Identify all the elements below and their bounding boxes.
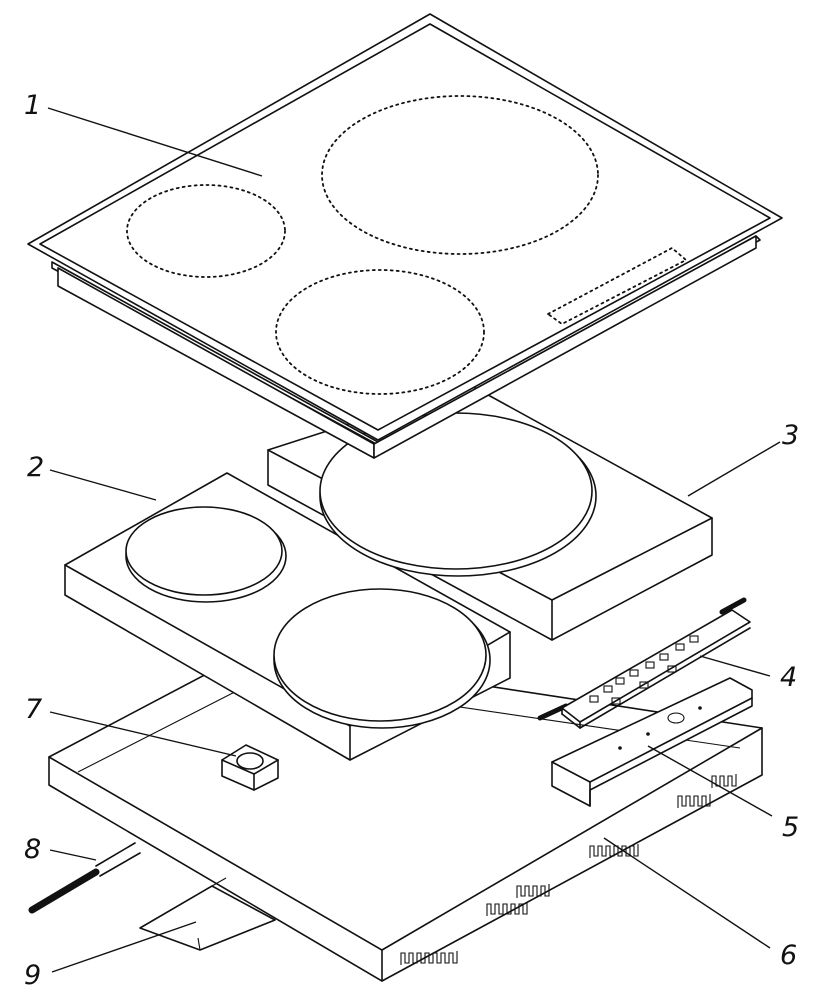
callout-3: 3 bbox=[782, 420, 799, 451]
callout-1: 1 bbox=[24, 90, 41, 121]
callout-7: 7 bbox=[25, 694, 42, 725]
power-cable bbox=[28, 842, 141, 914]
callout-6: 6 bbox=[780, 940, 797, 971]
double-hob-module bbox=[64, 472, 511, 761]
leader-1 bbox=[47, 107, 263, 177]
callout-8: 8 bbox=[24, 834, 41, 865]
callout-numbers: 1 2 3 4 5 6 7 8 9 bbox=[24, 90, 799, 991]
leader-9 bbox=[51, 921, 197, 973]
leader-6 bbox=[603, 837, 771, 949]
callout-4: 4 bbox=[780, 662, 797, 693]
leader-lines bbox=[47, 107, 781, 973]
glass-top bbox=[27, 13, 783, 459]
leader-5 bbox=[647, 745, 773, 817]
leader-4 bbox=[699, 655, 771, 677]
callout-9: 9 bbox=[24, 960, 41, 991]
control-board bbox=[537, 597, 751, 729]
vent-slots bbox=[400, 774, 737, 965]
board-bracket bbox=[551, 677, 753, 807]
clamp-plate bbox=[139, 877, 276, 951]
leader-8 bbox=[49, 849, 97, 861]
callout-2: 2 bbox=[27, 452, 44, 483]
callout-5: 5 bbox=[782, 812, 799, 843]
leader-3 bbox=[687, 441, 781, 497]
leader-2 bbox=[49, 469, 157, 501]
leader-7 bbox=[49, 711, 237, 757]
sensor-block bbox=[221, 744, 279, 791]
